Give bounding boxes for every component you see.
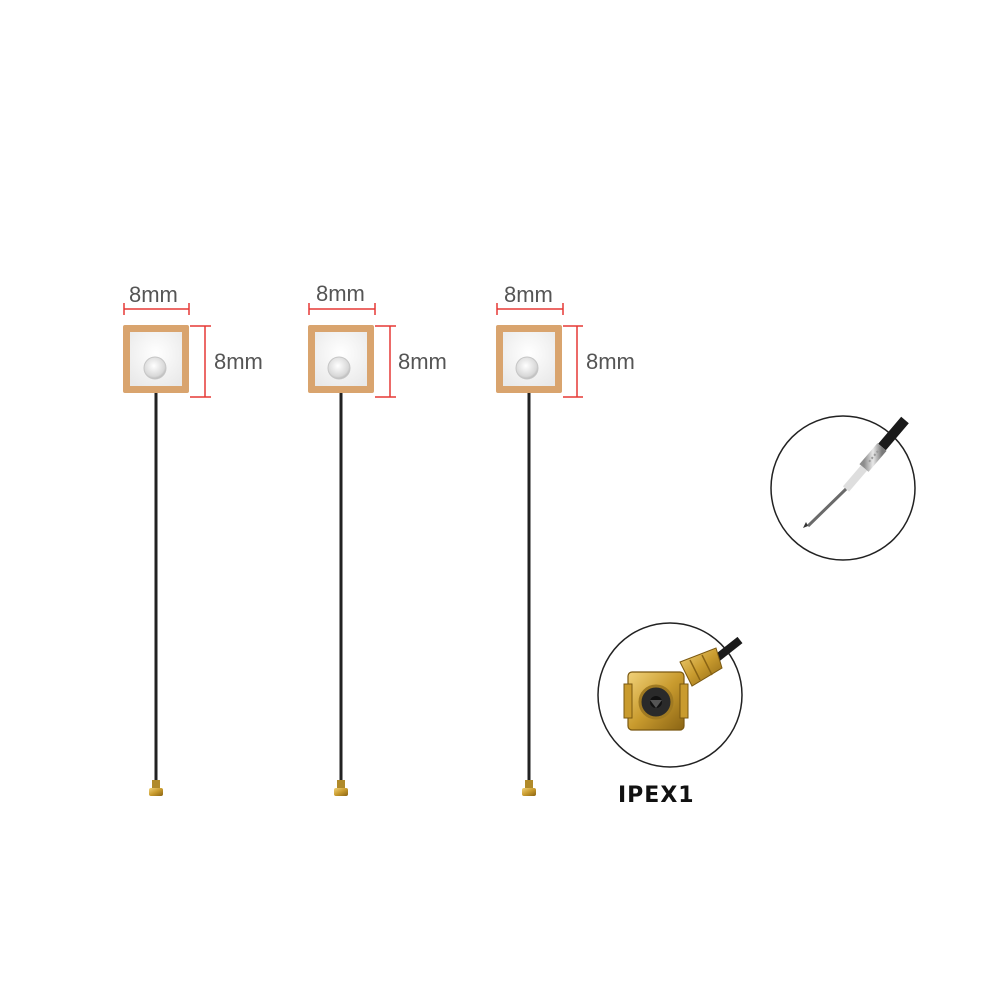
antenna-1 [123,303,211,796]
ceramic-patch-icon [123,325,189,393]
antenna-3 [496,303,583,796]
height-dimension-line [190,325,211,398]
antenna-1-height-label: 8mm [214,349,263,374]
width-dimension-line [496,303,564,315]
ceramic-patch-icon [496,325,562,393]
antenna-2 [308,303,396,796]
antenna-1-width-label: 8mm [129,282,178,307]
ipex-connector-icon [334,780,348,796]
ipex-connector-detail [597,622,743,768]
height-dimension-line [375,325,396,398]
ipex-connector-icon [522,780,536,796]
antenna-2-width-label: 8mm [316,281,365,306]
ipex-connector-icon [623,636,743,731]
antenna-3-height-label: 8mm [586,349,635,374]
antenna-2-height-label: 8mm [398,349,447,374]
ceramic-patch-icon [308,325,374,393]
antenna-3-width-label: 8mm [504,282,553,307]
connector-type-label: IPEX1 [618,783,695,808]
width-dimension-line [308,303,376,315]
width-dimension-line [123,303,190,315]
height-dimension-line [563,325,583,398]
ipex-connector-icon [149,780,163,796]
coax-cable-tip-icon [803,416,909,528]
cable-tip-detail [770,415,916,561]
